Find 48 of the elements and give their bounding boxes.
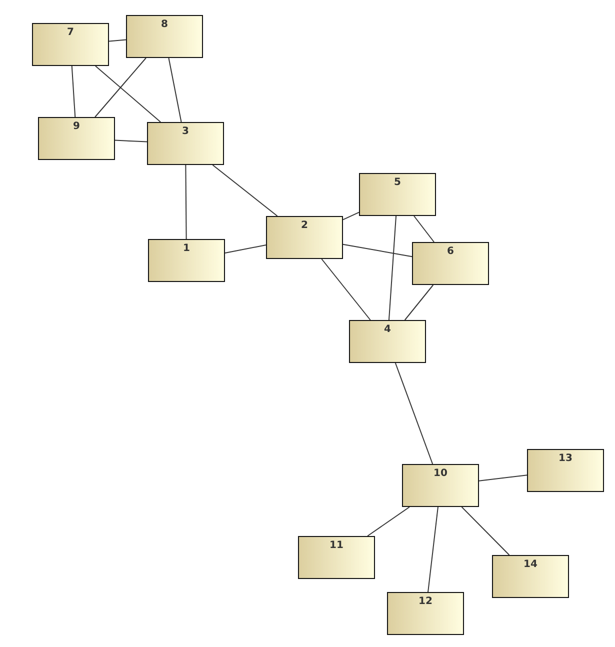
node-label: 6 — [447, 246, 454, 257]
node-box — [349, 320, 426, 363]
node-label: 3 — [182, 126, 189, 137]
node-label: 13 — [558, 453, 572, 464]
connector-line — [394, 362, 434, 464]
connector-line — [478, 474, 528, 482]
connector-line — [342, 212, 360, 220]
node-box — [492, 555, 569, 598]
node-box — [298, 536, 375, 579]
node-label: 11 — [330, 540, 344, 551]
connector-line — [414, 216, 434, 242]
node-label: 9 — [73, 121, 80, 132]
node-box — [387, 592, 464, 635]
connector-line — [388, 216, 397, 320]
node-label: 4 — [384, 324, 391, 335]
node-label: 8 — [161, 19, 168, 30]
node-label: 5 — [394, 177, 401, 188]
node-box — [527, 449, 604, 492]
node-label: 10 — [434, 468, 448, 479]
connector-line — [108, 39, 126, 42]
connector-line — [94, 58, 146, 118]
connector-line — [212, 164, 278, 216]
connector-line — [94, 66, 162, 122]
node-label: 2 — [301, 220, 308, 231]
node-box — [147, 122, 224, 165]
node-box — [412, 242, 489, 285]
node-box — [38, 117, 115, 160]
connector-line — [367, 506, 410, 536]
connector-line — [404, 284, 434, 320]
node-box — [32, 23, 109, 66]
connector-line — [168, 58, 182, 122]
connector-line — [114, 140, 148, 142]
connector-line — [185, 164, 187, 240]
connector-line — [321, 258, 371, 320]
node-label: 7 — [67, 27, 74, 38]
node-box — [126, 15, 203, 58]
node-box — [266, 216, 343, 259]
connector-line — [428, 506, 438, 592]
node-box — [148, 239, 225, 282]
connector-line — [342, 244, 412, 258]
node-label: 14 — [524, 559, 538, 570]
connector-line — [461, 506, 510, 556]
node-box — [402, 464, 479, 507]
node-label: 12 — [418, 596, 432, 607]
node-label: 1 — [183, 243, 190, 254]
connector-line — [224, 244, 266, 254]
connector-line — [71, 66, 76, 118]
node-box — [359, 173, 436, 216]
